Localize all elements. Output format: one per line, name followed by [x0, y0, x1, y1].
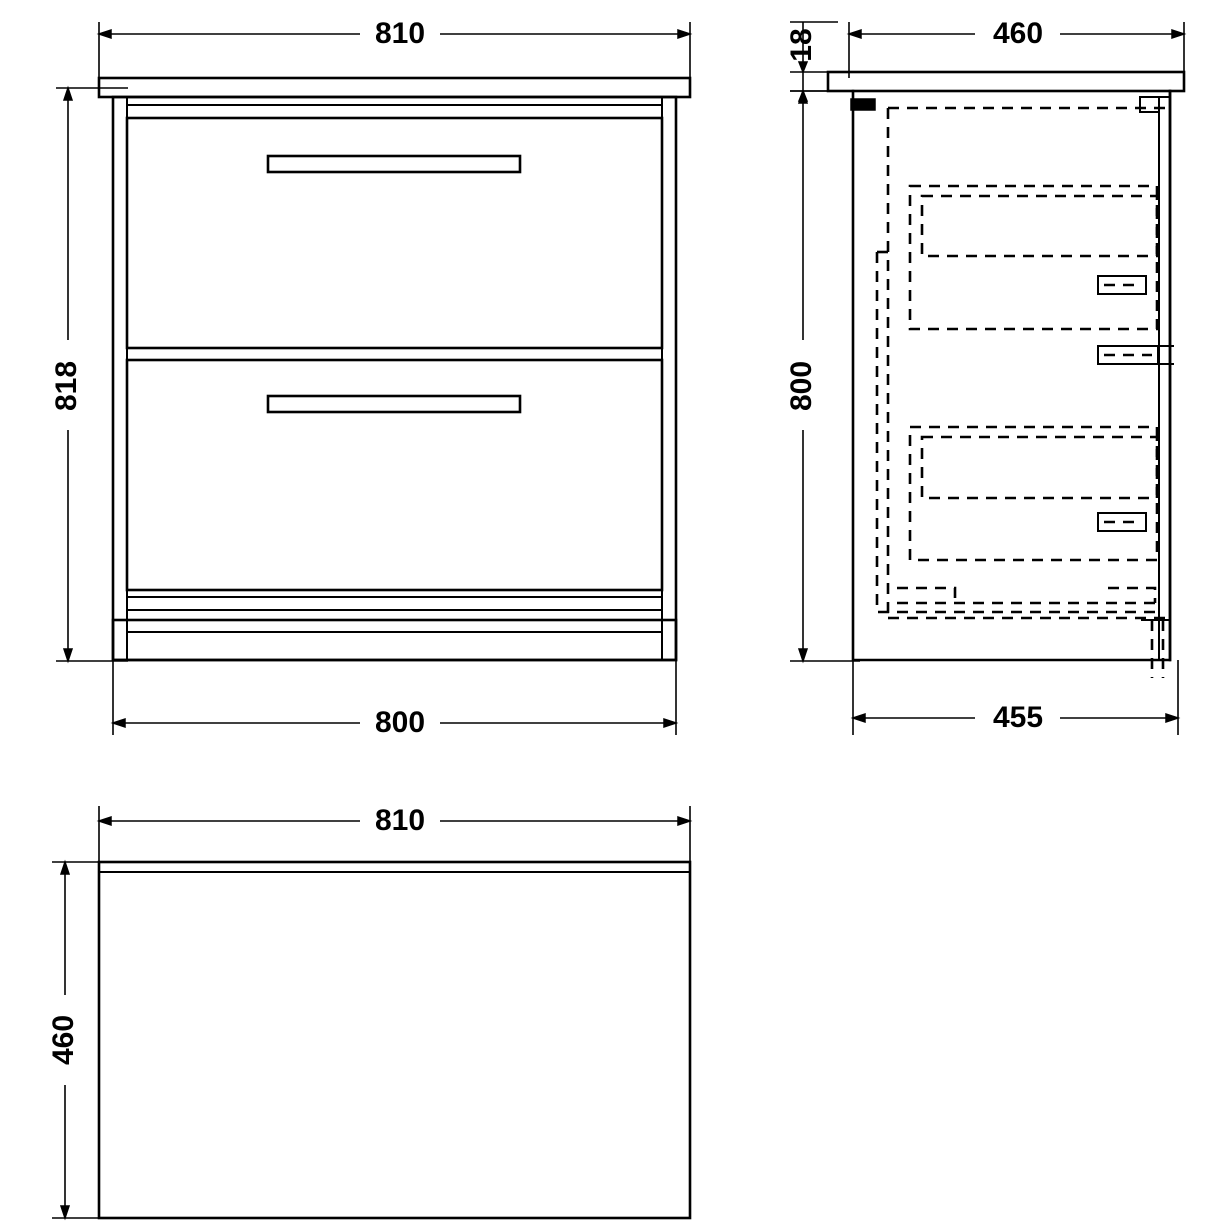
front-lower-handle[interactable]	[266, 394, 522, 414]
side-depth-bottom-label: 455	[993, 701, 1043, 734]
side-hidden-plinth-bracket-left	[897, 586, 957, 603]
side-height-label: 800	[785, 361, 818, 411]
side-hidden-upper-drawer-box	[908, 184, 1159, 331]
side-hidden-plinth-bracket-right	[1108, 586, 1157, 603]
plan-width-dimension	[96, 806, 693, 870]
side-upper-runner-outline	[1097, 275, 1147, 295]
plan-depth-label: 460	[47, 1015, 80, 1065]
front-top-rail	[126, 104, 663, 119]
front-top-dimension	[96, 22, 693, 92]
front-bottom-rail	[126, 596, 663, 611]
front-top-width-label: 810	[375, 17, 425, 50]
front-carcass-outer	[111, 95, 678, 662]
side-hidden-lower-drawer-inner	[920, 435, 1159, 500]
side-lower-runner-outline	[1097, 512, 1147, 532]
side-handle-profile	[850, 98, 876, 111]
front-upper-drawer	[125, 116, 664, 350]
front-lower-drawer	[125, 358, 664, 592]
plan-view	[52, 806, 693, 1221]
front-bottom-dimension	[110, 660, 679, 735]
front-carcass-inner	[126, 96, 663, 661]
side-mid-runner-outline	[1097, 345, 1159, 365]
front-elevation-view	[56, 22, 693, 735]
front-worktop	[97, 76, 692, 99]
side-thickness-label: 18	[785, 28, 818, 61]
side-worktop	[826, 70, 1186, 93]
plan-width-label: 810	[375, 804, 425, 837]
front-height-label: 818	[50, 361, 83, 411]
side-carcass-outline	[851, 89, 1172, 662]
front-bottom-width-label: 800	[375, 706, 425, 739]
side-elevation-view	[790, 21, 1187, 735]
side-hidden-upper-drawer-inner	[920, 194, 1159, 258]
front-plinth	[111, 618, 678, 662]
side-top-right-notch	[1139, 96, 1171, 113]
side-depth-top-label: 460	[993, 17, 1043, 50]
side-depth-top-dimension	[846, 22, 1187, 78]
plan-worktop-outline	[97, 860, 692, 1220]
front-upper-handle[interactable]	[266, 154, 522, 174]
side-hidden-lower-drawer-box	[908, 425, 1159, 562]
side-depth-bottom-dimension	[850, 660, 1181, 735]
side-hidden-left-wall-2	[875, 252, 1160, 614]
